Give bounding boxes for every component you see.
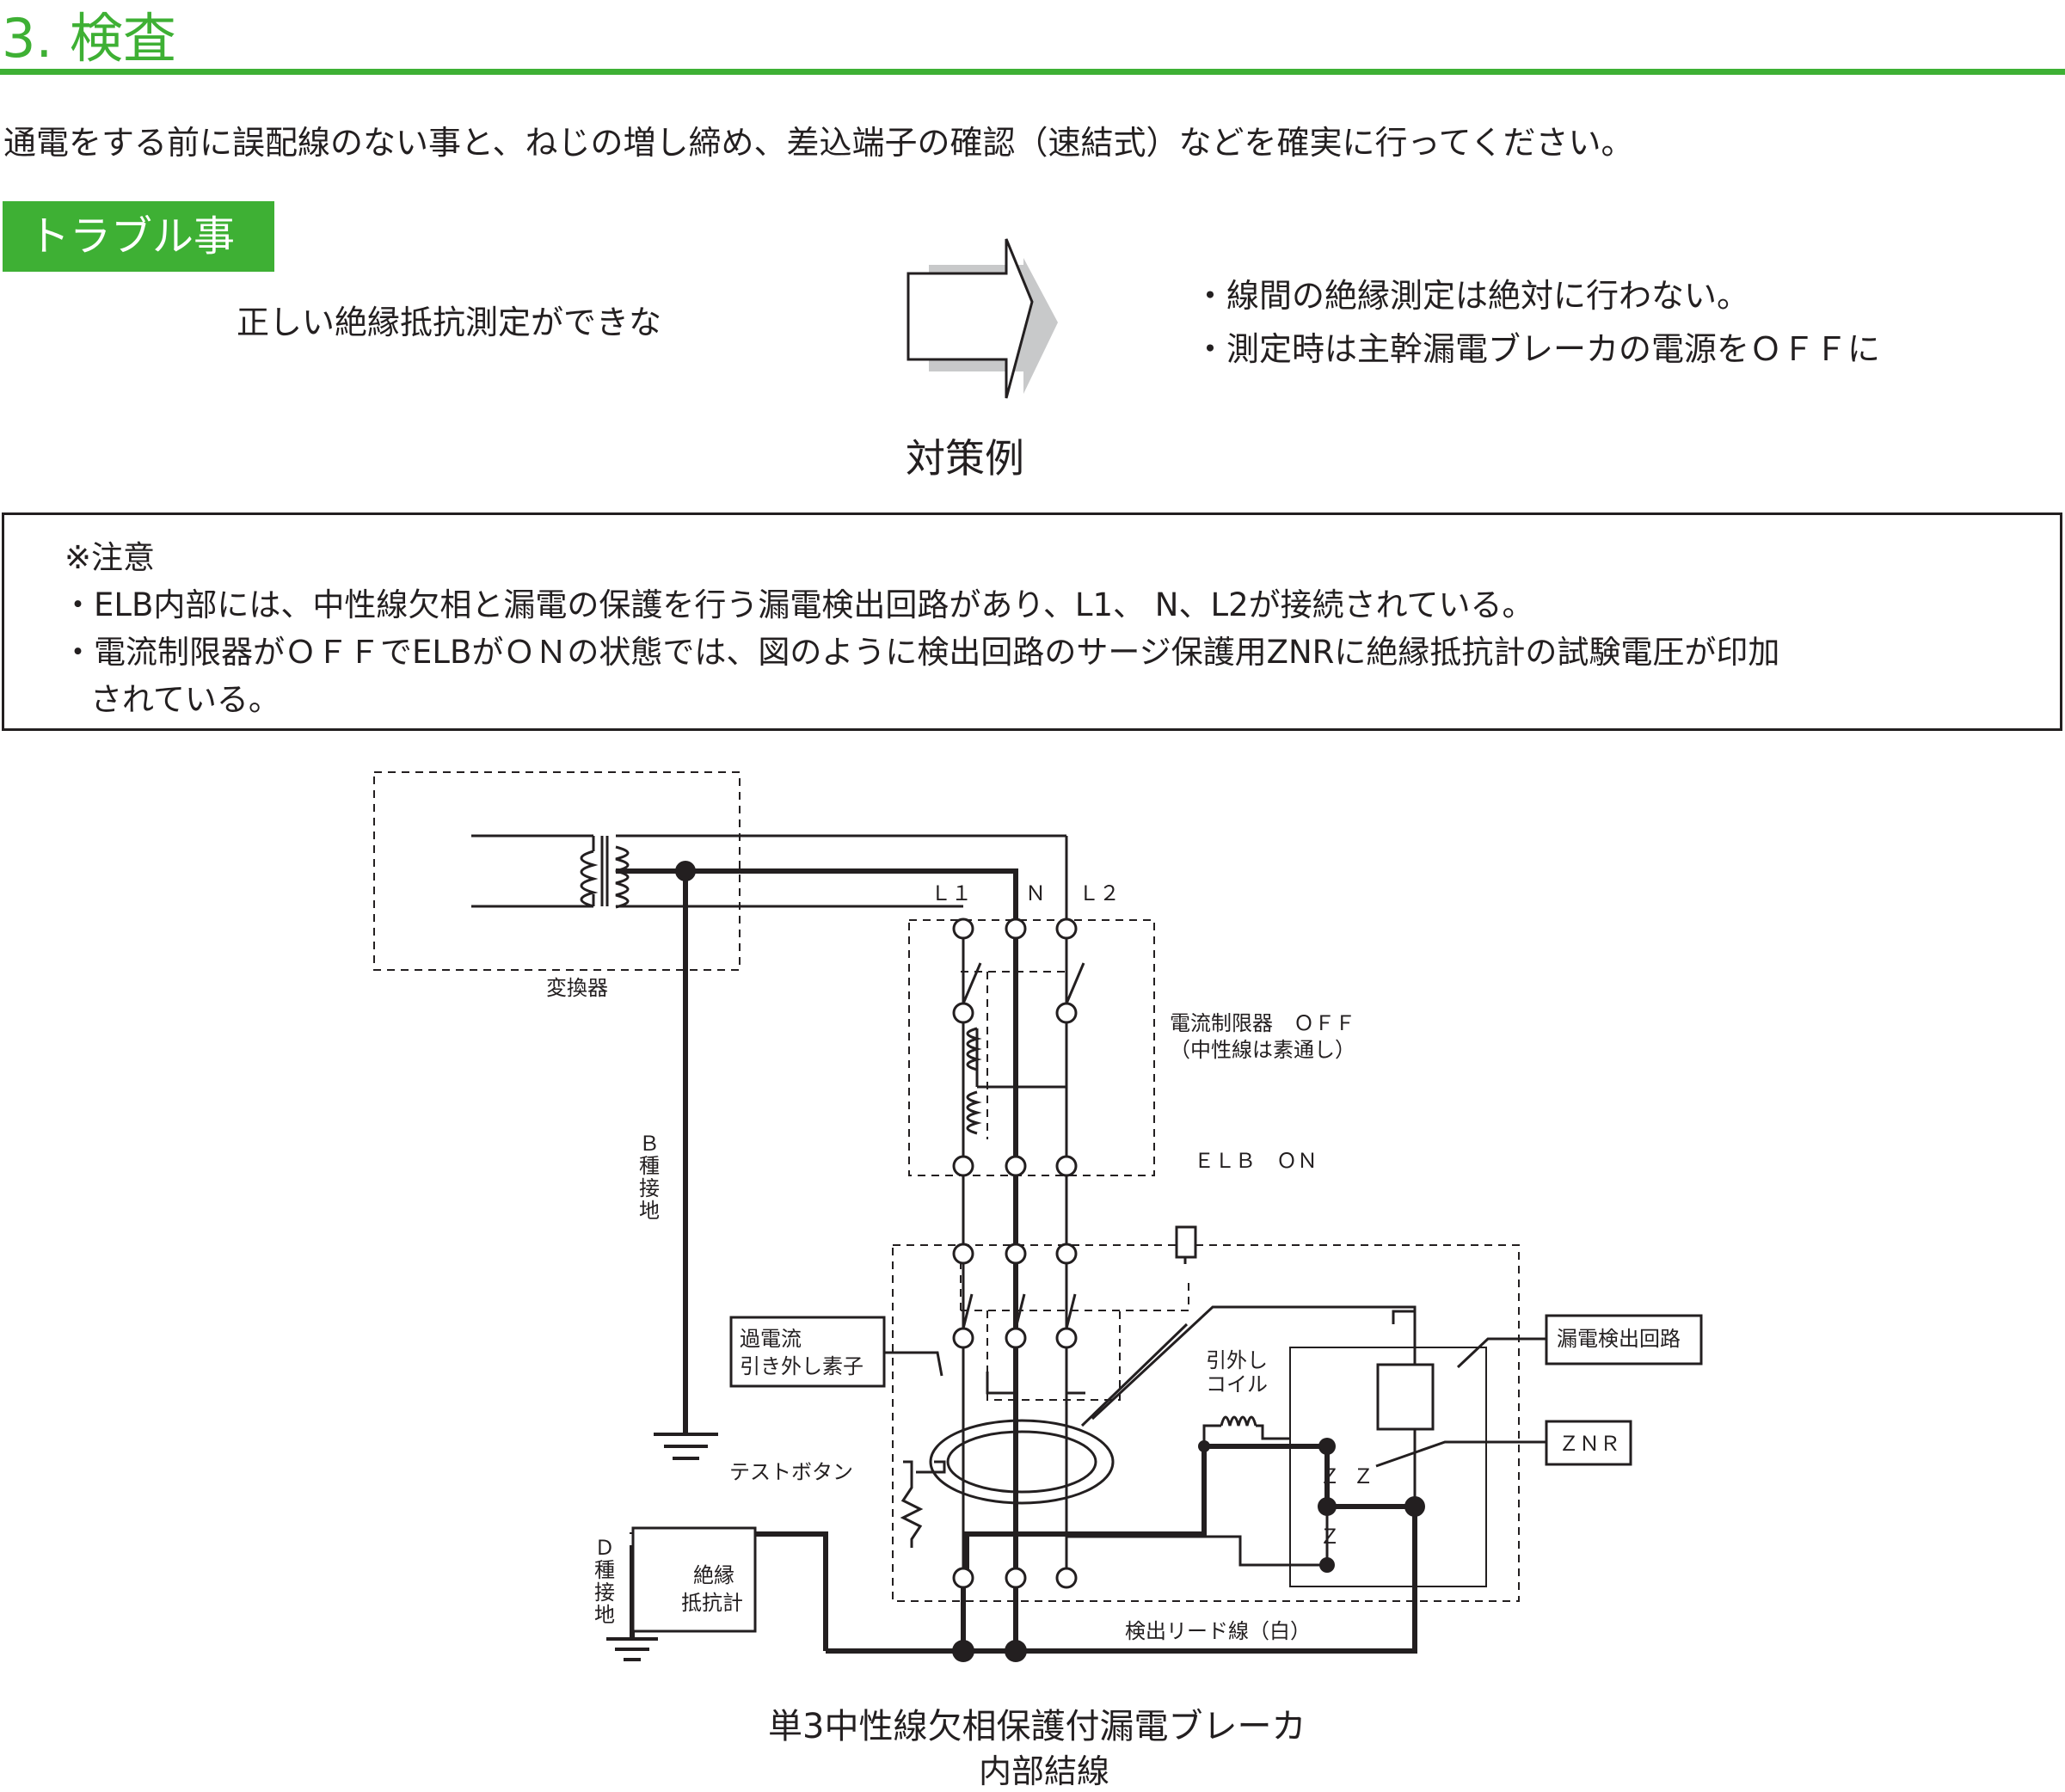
intro-text: 通電をする前に誤配線のない事と、ねじの増し締め、差込端子の確認（速結式）などを確…	[3, 124, 1634, 162]
n-label: Ｎ	[1025, 881, 1046, 905]
trip-coil-label: 引外し	[1206, 1348, 1268, 1372]
overcurrent-label: 引き外し素子	[740, 1354, 863, 1378]
trouble-problem: 正しい絶縁抵抗測定ができな	[237, 304, 662, 341]
trouble-badge: トラブル事	[3, 201, 274, 272]
caution-line: されている。	[90, 681, 280, 718]
neutral-pass-label: （中性線は素通し）	[1170, 1038, 1355, 1062]
z-label: Ｚ	[1319, 1525, 1340, 1549]
megger-label: 絶縁	[693, 1563, 734, 1587]
terminals	[952, 917, 1078, 1589]
dashed-enclosures	[373, 771, 1520, 1602]
elb-on-label: ＥＬＢ ＯＮ	[1194, 1149, 1318, 1173]
ground-icon	[606, 1433, 718, 1661]
l2-label: Ｌ２	[1079, 881, 1120, 905]
z-label: Ｚ	[1353, 1464, 1374, 1488]
megger-label: 抵抗計	[681, 1591, 743, 1615]
page-title: 3. 検査	[2, 7, 176, 70]
caution-line: ・ELB内部には、中性線欠相と漏電の保護を行う漏電検出回路があり、L1、 N、L…	[62, 586, 1534, 623]
d-ground-label: 接	[594, 1580, 615, 1605]
test-button-label: テストボタン	[729, 1460, 853, 1484]
overcurrent-label: 過電流	[740, 1327, 802, 1351]
transformer-label: 変換器	[546, 976, 608, 1000]
countermeasure-item: ・測定時は主幹漏電ブレーカの電源をＯＦＦに	[1194, 330, 1881, 368]
b-ground-label: Ｂ	[639, 1132, 660, 1156]
countermeasure-item: ・線間の絶縁測定は絶対に行わない。	[1194, 277, 1750, 315]
b-ground-label: 地	[639, 1199, 660, 1223]
junction-dots	[675, 861, 1425, 1662]
diagram-caption: 内部結線	[979, 1752, 1110, 1790]
b-ground-label: 接	[639, 1176, 660, 1200]
wires	[631, 836, 1703, 1633]
d-ground-label: Ｄ	[594, 1536, 615, 1560]
d-ground-label: 種	[594, 1558, 615, 1582]
znr-label: ＺＮＲ	[1558, 1432, 1620, 1456]
arrow-right-icon	[907, 238, 1058, 399]
b-ground-label: 種	[639, 1154, 660, 1178]
z-label: Ｚ	[1319, 1464, 1340, 1488]
title-rule	[0, 69, 2065, 75]
diagram-caption: 単3中性線欠相保護付漏電ブレーカ	[768, 1707, 1306, 1746]
trip-coil-label: コイル	[1206, 1372, 1268, 1396]
lead-label: 検出リード線（白）	[1125, 1619, 1311, 1643]
leak-circuit-label: 漏電検出回路	[1557, 1327, 1681, 1351]
countermeasure-label: 対策例	[906, 435, 1024, 482]
transformer-icon	[471, 834, 1066, 909]
caution-title: ※注意	[65, 539, 156, 576]
d-ground-label: 地	[594, 1603, 615, 1627]
current-limiter-label: 電流制限器 ＯＦＦ	[1170, 1011, 1355, 1035]
caution-box	[2, 512, 2062, 731]
switch-contacts	[962, 962, 1085, 1329]
caution-line: ・電流制限器がＯＦＦでELBがＯＮの状態では、図のように検出回路のサージ保護用Z…	[62, 634, 1780, 671]
l1-label: Ｌ１	[931, 881, 972, 905]
